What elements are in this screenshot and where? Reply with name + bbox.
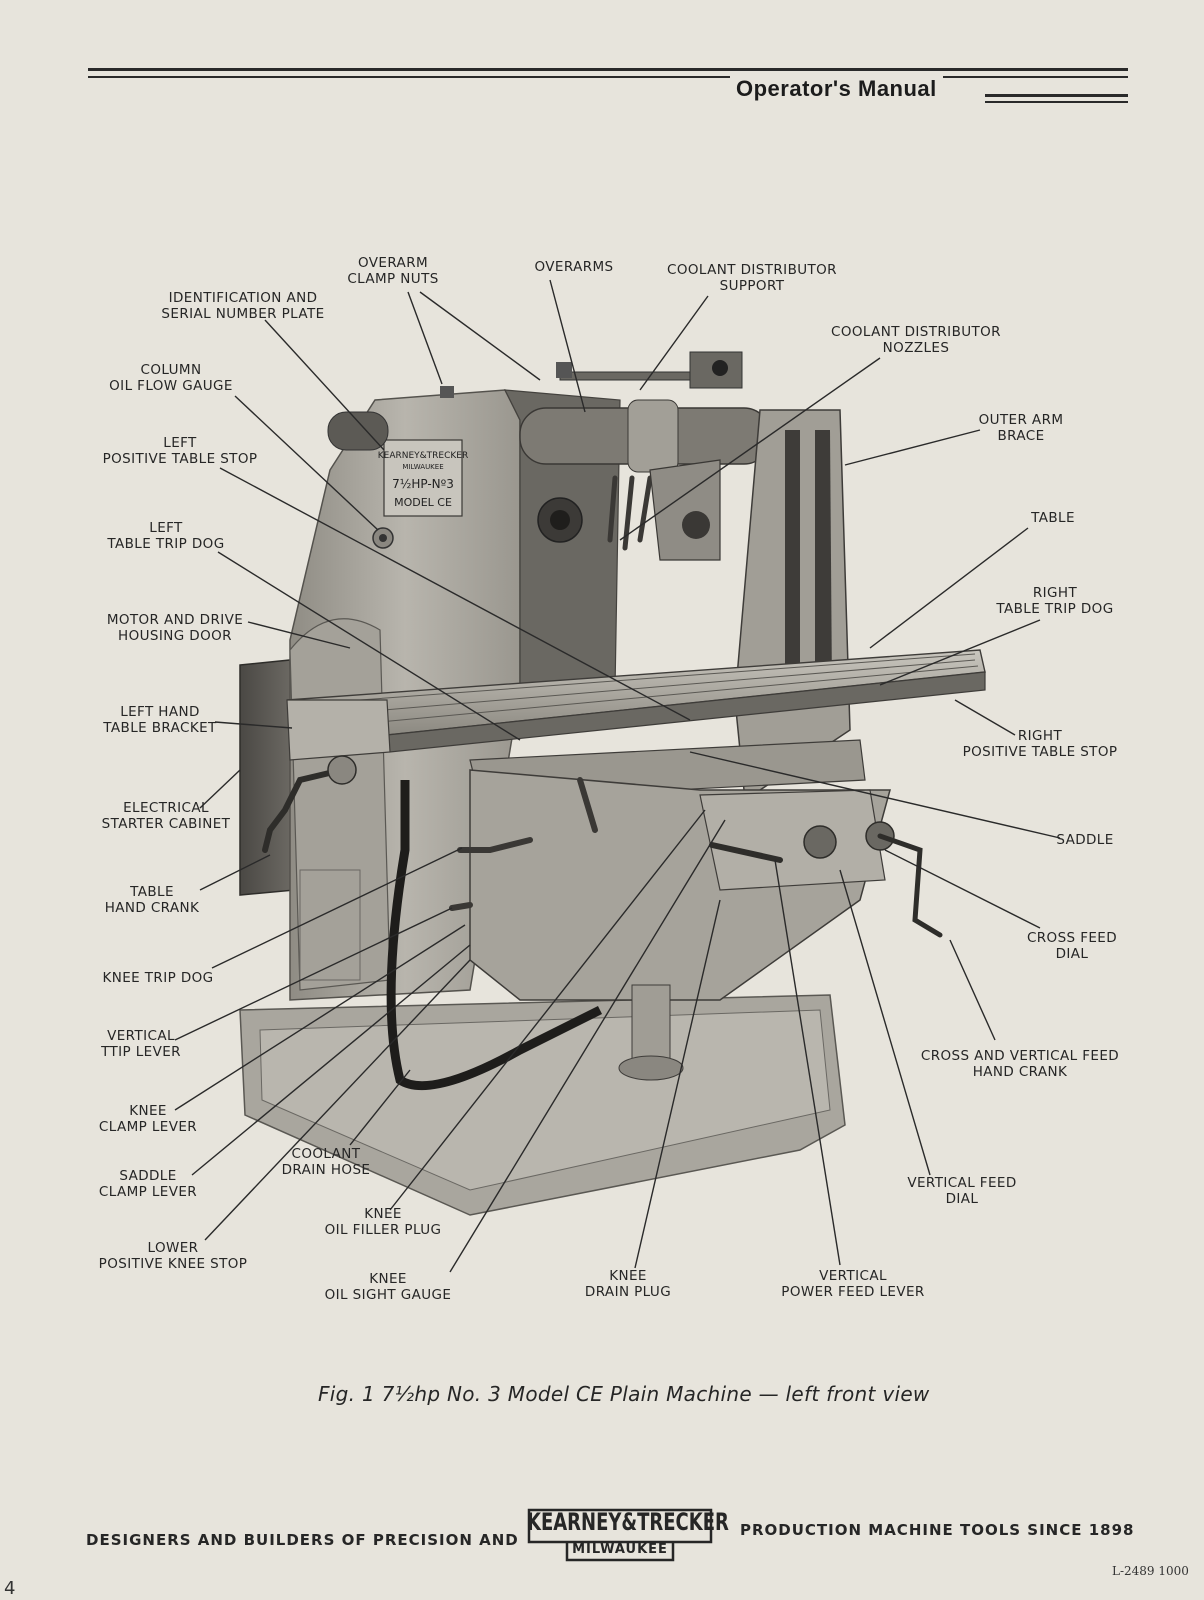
- base-rim: [259, 1009, 831, 1191]
- callout-lower-positive-knee-stop: LOWER POSITIVE KNEE STOP: [98, 1240, 248, 1272]
- callout-left-hand-table-bracket: LEFT HAND TABLE BRACKET: [103, 704, 217, 736]
- footer-left-text: DESIGNERS AND BUILDERS OF PRECISION AND: [86, 1531, 519, 1549]
- motor-housing-door: [289, 618, 391, 991]
- callout-coolant-distributor-support: COOLANT DISTRIBUTOR SUPPORT: [667, 262, 837, 294]
- callout-overarms: OVERARMS: [534, 259, 614, 275]
- callout-column-oil-flow-gauge: COLUMN OIL FLOW GAUGE: [109, 362, 233, 394]
- callout-left-table-trip-dog: LEFT TABLE TRIP DOG: [107, 520, 225, 552]
- leader-lines: [174, 279, 1061, 1273]
- knee-gearbox: [699, 789, 886, 891]
- overarm-clamp: [627, 399, 679, 473]
- callout-vertical-trip-lever: VERTICAL TTIP LEVER: [101, 1028, 181, 1060]
- logo-bottom-text: MILWAUKEE: [572, 1542, 668, 1557]
- callout-table: TABLE: [1031, 510, 1075, 526]
- callout-knee-drain-plug: KNEE DRAIN PLUG: [584, 1268, 672, 1300]
- svg-text:KEARNEY&TRECKER: KEARNEY&TRECKER: [378, 451, 469, 461]
- callout-knee-oil-sight-gauge: KNEE OIL SIGHT GAUGE: [324, 1271, 452, 1303]
- callout-cross-vertical-feed-hand-crank: CROSS AND VERTICAL FEED HAND CRANK: [920, 1048, 1120, 1080]
- svg-text:7½HP-Nº3: 7½HP-Nº3: [392, 477, 454, 491]
- callout-identification-plate: IDENTIFICATION AND SERIAL NUMBER PLATE: [161, 290, 325, 322]
- kearney-trecker-logo: [527, 1508, 713, 1562]
- callout-motor-drive-housing-door: MOTOR AND DRIVE HOUSING DOOR: [106, 612, 244, 644]
- arbor-support: [649, 459, 721, 561]
- callout-knee-clamp-lever: KNEE CLAMP LEVER: [98, 1103, 198, 1135]
- callout-knee-oil-filler-plug: KNEE OIL FILLER PLUG: [324, 1206, 442, 1238]
- coolant-hose: [386, 780, 603, 1091]
- header-rule-right-1: [985, 94, 1128, 97]
- footer-right-text: PRODUCTION MACHINE TOOLS SINCE 1898: [740, 1521, 1135, 1539]
- svg-text:MODEL CE: MODEL CE: [394, 496, 452, 509]
- callout-right-table-trip-dog: RIGHT TABLE TRIP DOG: [996, 585, 1114, 617]
- callout-outer-arm-brace: OUTER ARM BRACE: [978, 412, 1064, 444]
- header-rule-mid: [88, 76, 1128, 78]
- cross-feed-dial-shape: [803, 825, 837, 859]
- callout-knee-trip-dog: KNEE TRIP DOG: [102, 970, 214, 986]
- callout-cross-feed-dial: CROSS FEED DIAL: [1026, 930, 1118, 962]
- callout-coolant-distributor-nozzles: COOLANT DISTRIBUTOR NOZZLES: [831, 324, 1001, 356]
- page-header-title: Operator's Manual: [730, 76, 943, 102]
- logo-text: KEARNEY&TRECKER MILWAUKEE: [527, 1508, 729, 1564]
- callout-overarm-clamp-nuts: OVERARM CLAMP NUTS: [347, 255, 439, 287]
- callout-vertical-feed-dial: VERTICAL FEED DIAL: [907, 1175, 1017, 1207]
- callout-saddle-clamp-lever: SADDLE CLAMP LEVER: [98, 1168, 198, 1200]
- figure-caption: Fig. 1 7½hp No. 3 Model CE Plain Machine…: [318, 1382, 930, 1406]
- serial-plate: [383, 439, 463, 517]
- header-rule-top: [88, 68, 1128, 71]
- callout-electrical-starter-cabinet: ELECTRICAL STARTER CABINET: [101, 800, 231, 832]
- document-code: L-2489 1000: [1112, 1564, 1189, 1578]
- electrical-starter-cabinet-shape: [239, 659, 296, 896]
- callout-coolant-drain-hose: COOLANT DRAIN HOSE: [281, 1146, 371, 1178]
- milling-machine-illustration: KEARNEY&TRECKER MILWAUKEE 7½HP-Nº3 MODEL…: [174, 279, 1061, 1273]
- header-rule-right-2: [985, 101, 1128, 103]
- left-table-bracket: [286, 699, 391, 761]
- callout-table-hand-crank: TABLE HAND CRANK: [104, 884, 200, 916]
- logo-top-text: KEARNEY&TRECKER: [527, 1508, 729, 1537]
- callout-vertical-power-feed-lever: VERTICAL POWER FEED LEVER: [781, 1268, 925, 1300]
- callout-right-positive-table-stop: RIGHT POSITIVE TABLE STOP: [962, 728, 1118, 760]
- svg-text:MILWAUKEE: MILWAUKEE: [402, 463, 443, 471]
- callout-left-positive-table-stop: LEFT POSITIVE TABLE STOP: [102, 435, 258, 467]
- callout-saddle: SADDLE: [1056, 832, 1114, 848]
- page-number: 4: [4, 1578, 16, 1599]
